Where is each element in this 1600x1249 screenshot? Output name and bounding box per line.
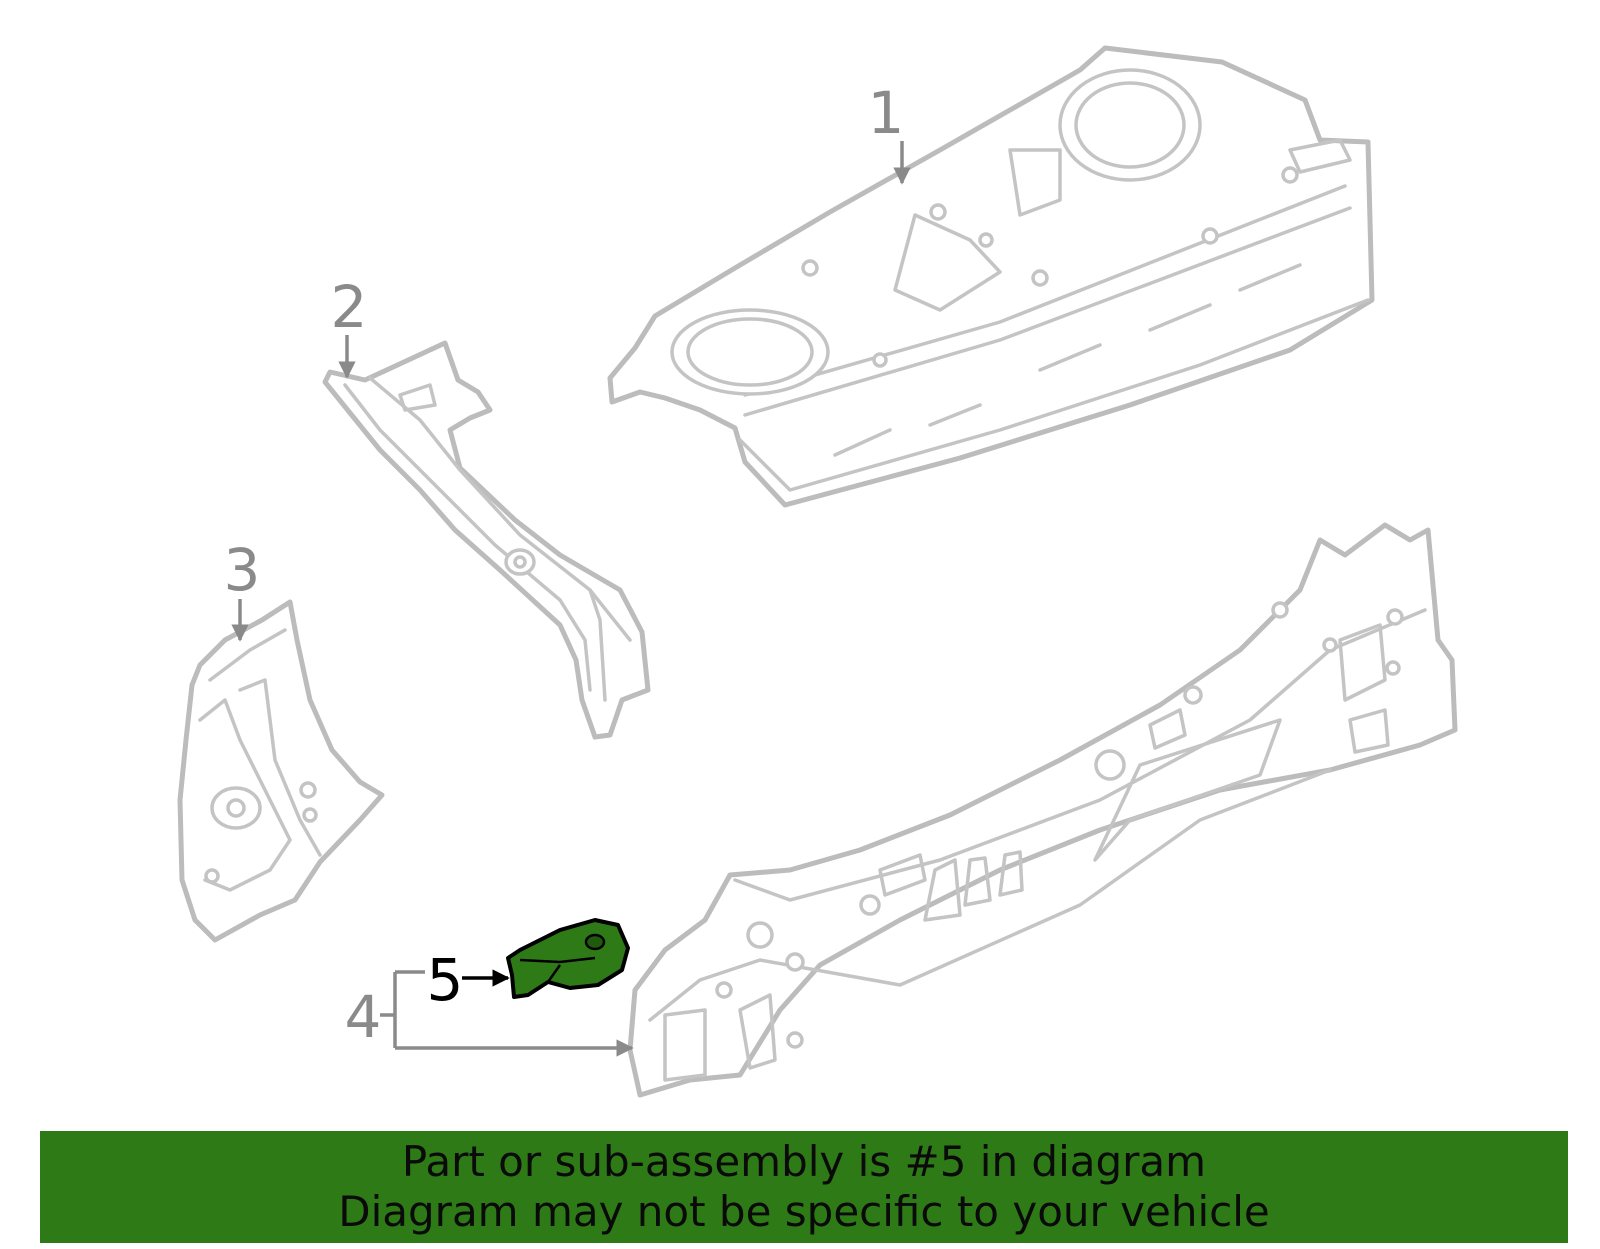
callout-3: 3	[224, 536, 261, 642]
part-5-bracket-highlighted[interactable]	[506, 918, 630, 999]
callout-1-label: 1	[868, 79, 905, 147]
callout-2: 2	[331, 273, 368, 379]
banner-line-1: Part or sub-assembly is #5 in diagram	[401, 1137, 1207, 1186]
callout-1: 1	[868, 79, 911, 185]
part-3-quarter-inner-panel[interactable]	[177, 599, 385, 943]
callout-5-label: 5	[427, 946, 464, 1014]
callout-2-label: 2	[331, 273, 368, 341]
callout-5: 5	[427, 946, 510, 1014]
part-1-package-tray[interactable]	[607, 45, 1375, 508]
callout-4-label: 4	[345, 983, 382, 1051]
banner-line-2: Diagram may not be specific to your vehi…	[338, 1187, 1270, 1236]
part-2-pillar-reinforcement[interactable]	[322, 340, 651, 740]
info-banner: Part or sub-assembly is #5 in diagram Di…	[40, 1131, 1568, 1243]
part-4-rear-body-panel[interactable]	[627, 522, 1458, 1098]
callout-4: 4	[345, 970, 634, 1057]
callout-3-label: 3	[224, 536, 261, 604]
